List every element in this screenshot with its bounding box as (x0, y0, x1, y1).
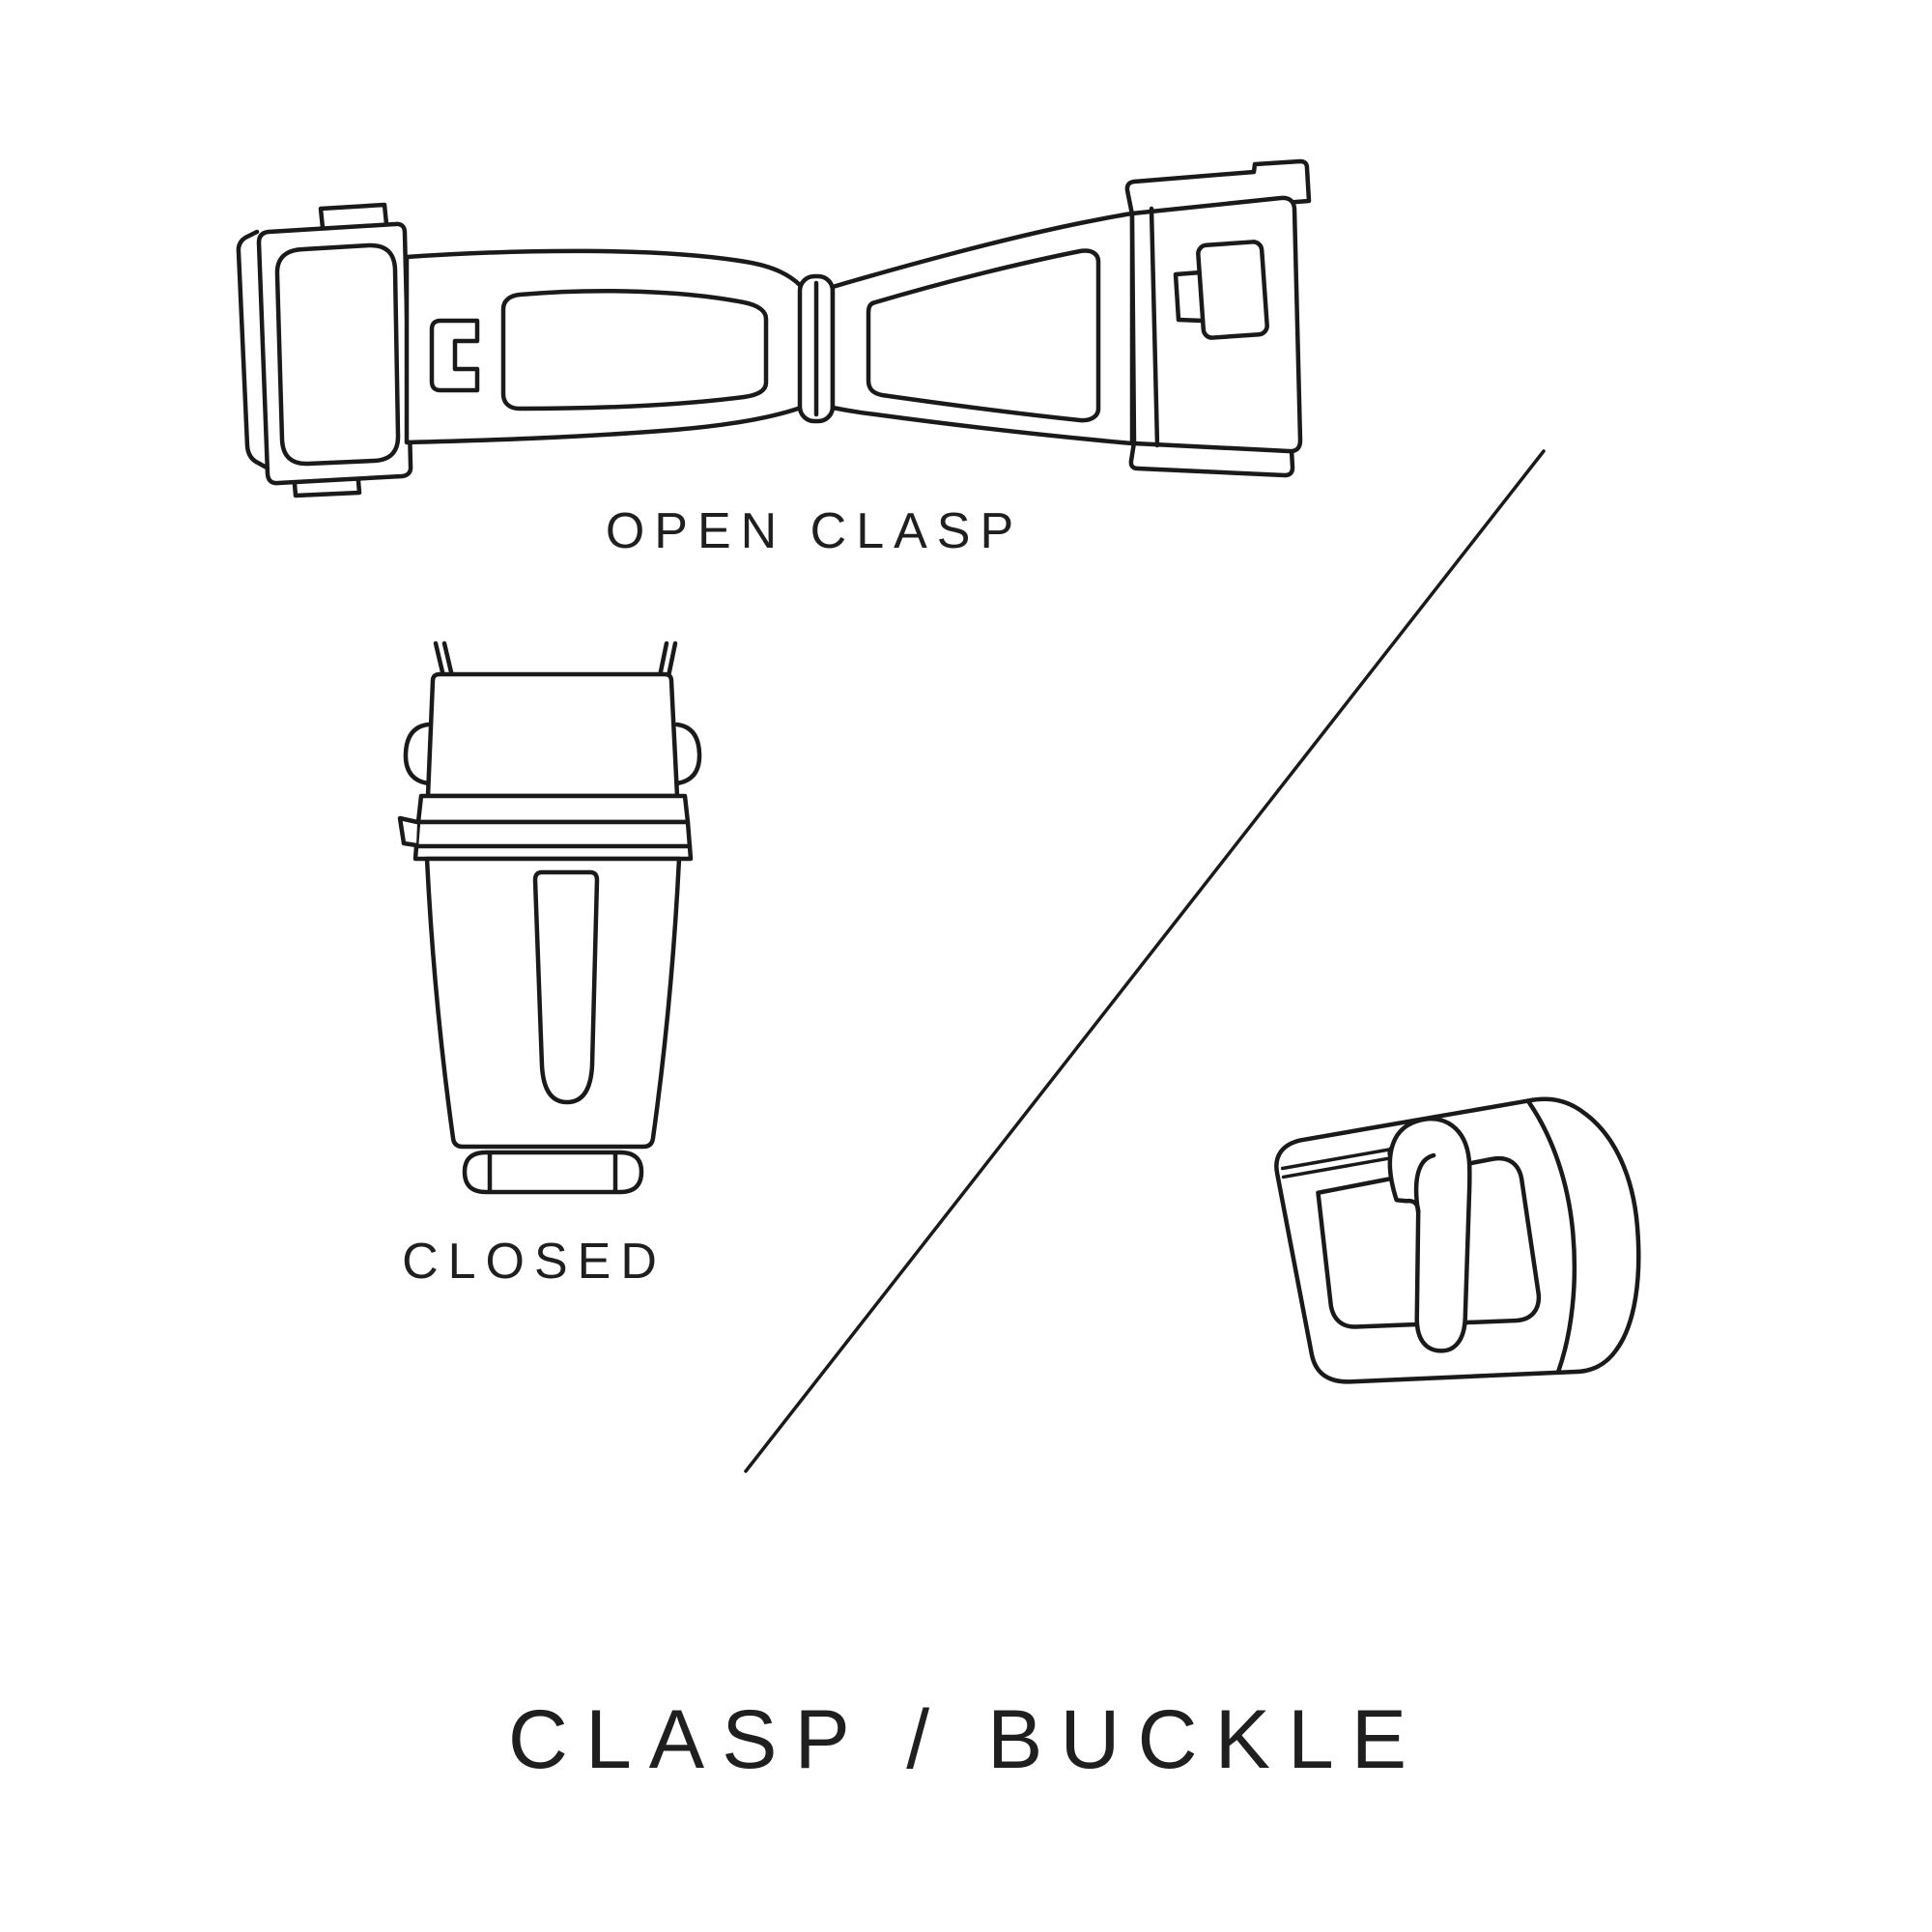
closed-clasp-label: CLOSED (402, 1234, 667, 1290)
buckle-illustration (1274, 1096, 1641, 1384)
closed-clasp-illustration (397, 640, 702, 1195)
divider-line (744, 449, 1546, 1473)
open-clasp-illustration (236, 158, 1312, 498)
open-clasp-label: OPEN CLASP (605, 503, 1024, 559)
page-title: CLASP / BUCKLE (507, 1693, 1425, 1786)
